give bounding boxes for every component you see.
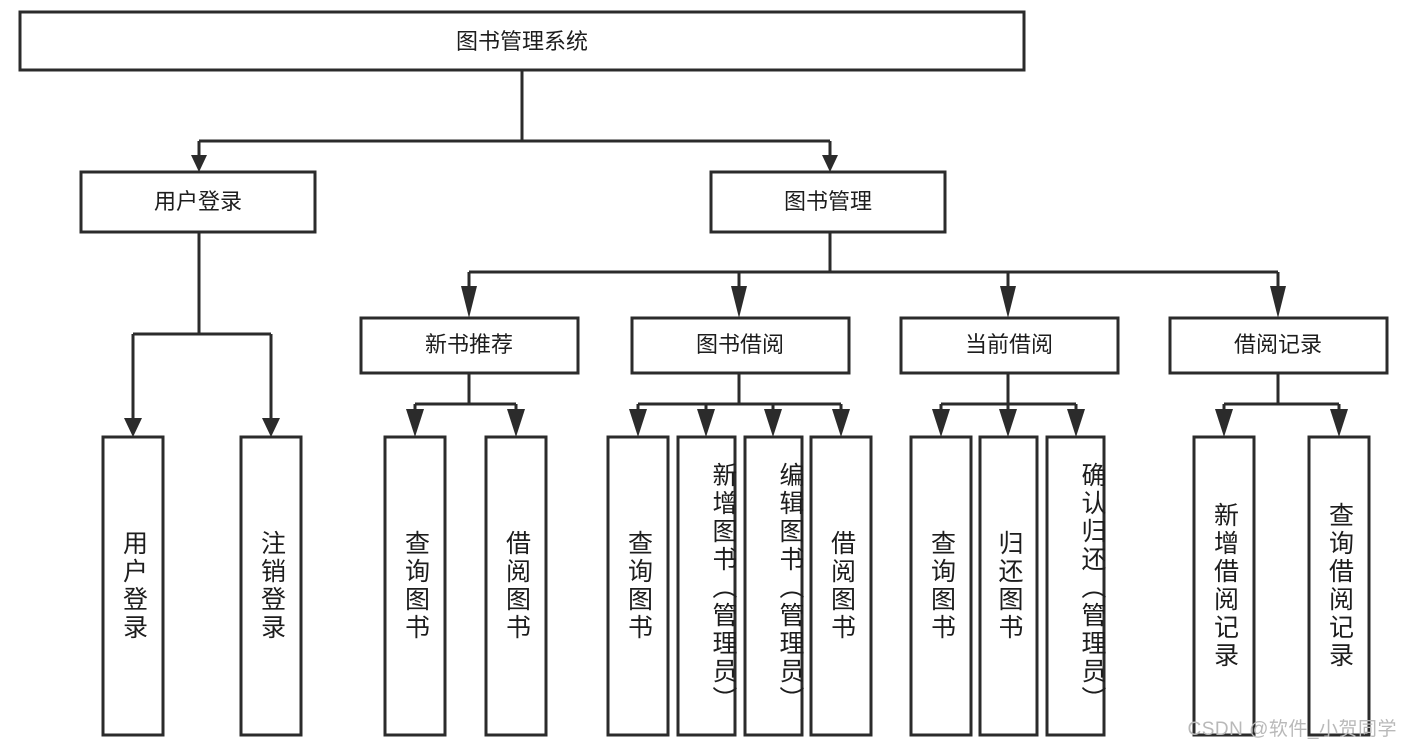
arrowhead-leaf-query-book-3 bbox=[932, 409, 950, 437]
leaf-borrow-book-1-box[interactable] bbox=[484, 435, 548, 737]
connector-book-manage-bus bbox=[467, 232, 1280, 288]
arrowhead-leaf-borrow-book-2 bbox=[832, 409, 850, 437]
arrowhead-leaf-query-record bbox=[1330, 409, 1348, 437]
connector-root-bus bbox=[197, 70, 832, 158]
leaf-return-book-box[interactable] bbox=[978, 435, 1039, 737]
connector-layer bbox=[124, 70, 1348, 437]
connector-current-borrow-bus bbox=[939, 373, 1078, 412]
node-user-login-label: 用户登录 bbox=[154, 189, 242, 214]
node-borrow-record[interactable]: 借阅记录 bbox=[1168, 316, 1389, 375]
node-book-borrow-box[interactable] bbox=[630, 316, 851, 375]
leaf-add-record-box[interactable] bbox=[1192, 435, 1256, 737]
node-new-book-recommend-box[interactable] bbox=[359, 316, 580, 375]
arrowhead-leaf-user-login bbox=[124, 418, 142, 437]
leaf-query-book-3-box[interactable] bbox=[909, 435, 973, 737]
leaf-user-logout-box[interactable] bbox=[239, 435, 303, 737]
leaf-box-layer bbox=[101, 435, 1371, 737]
leaf-add-book-box[interactable] bbox=[676, 435, 737, 737]
leaf-user-login-box[interactable] bbox=[101, 435, 165, 737]
leaf-query-book-2-box[interactable] bbox=[606, 435, 670, 737]
arrowhead-to-new-book-recommend bbox=[461, 286, 477, 318]
node-book-manage-box[interactable] bbox=[709, 170, 947, 234]
arrowhead-leaf-add-book bbox=[697, 409, 715, 437]
node-current-borrow[interactable]: 当前借阅 bbox=[899, 316, 1120, 375]
arrowhead-leaf-confirm-return bbox=[1067, 409, 1085, 437]
connector-borrow-record-bus bbox=[1222, 373, 1341, 412]
arrowhead-leaf-add-record bbox=[1215, 409, 1233, 437]
arrowhead-leaf-edit-book bbox=[764, 409, 782, 437]
node-borrow-record-box[interactable] bbox=[1168, 316, 1389, 375]
arrowhead-to-borrow-record bbox=[1270, 286, 1286, 318]
leaf-query-record-box[interactable] bbox=[1307, 435, 1371, 737]
watermark-text: CSDN @软件_小贺同学 bbox=[1187, 719, 1397, 740]
connector-new-book-recommend-bus bbox=[413, 373, 518, 412]
connector-book-borrow-bus bbox=[636, 373, 843, 412]
node-book-borrow[interactable]: 图书借阅 bbox=[630, 316, 851, 375]
node-root[interactable]: 图书管理系统 bbox=[18, 10, 1026, 72]
connector-user-login-bus bbox=[131, 232, 273, 420]
node-borrow-record-label: 借阅记录 bbox=[1234, 332, 1322, 357]
node-book-manage[interactable]: 图书管理 bbox=[709, 170, 947, 234]
arrowhead-leaf-query-book-2 bbox=[629, 409, 647, 437]
leaf-query-book-1-box[interactable] bbox=[383, 435, 447, 737]
node-new-book-recommend-label: 新书推荐 bbox=[425, 332, 513, 357]
arrowhead-leaf-user-logout bbox=[262, 418, 280, 437]
arrowhead-leaf-query-book-1 bbox=[406, 409, 424, 437]
node-root-box[interactable] bbox=[18, 10, 1026, 72]
arrowhead-to-current-borrow bbox=[1000, 286, 1016, 318]
leaf-borrow-book-2-box[interactable] bbox=[809, 435, 873, 737]
node-current-borrow-label: 当前借阅 bbox=[965, 332, 1053, 357]
node-new-book-recommend[interactable]: 新书推荐 bbox=[359, 316, 580, 375]
arrowhead-leaf-borrow-book-1 bbox=[507, 409, 525, 437]
node-book-borrow-label: 图书借阅 bbox=[696, 332, 784, 357]
leaf-edit-book-box[interactable] bbox=[743, 435, 804, 737]
arrowhead-to-user-login bbox=[191, 155, 207, 172]
node-book-manage-label: 图书管理 bbox=[784, 189, 872, 214]
node-current-borrow-box[interactable] bbox=[899, 316, 1120, 375]
leaf-confirm-return-box[interactable] bbox=[1045, 435, 1106, 737]
arrowhead-to-book-borrow bbox=[731, 286, 747, 318]
node-user-login-box[interactable] bbox=[79, 170, 317, 234]
arrowhead-leaf-return-book bbox=[999, 409, 1017, 437]
node-root-label: 图书管理系统 bbox=[456, 29, 588, 54]
node-user-login[interactable]: 用户登录 bbox=[79, 170, 317, 234]
arrowhead-to-book-manage bbox=[822, 155, 838, 172]
